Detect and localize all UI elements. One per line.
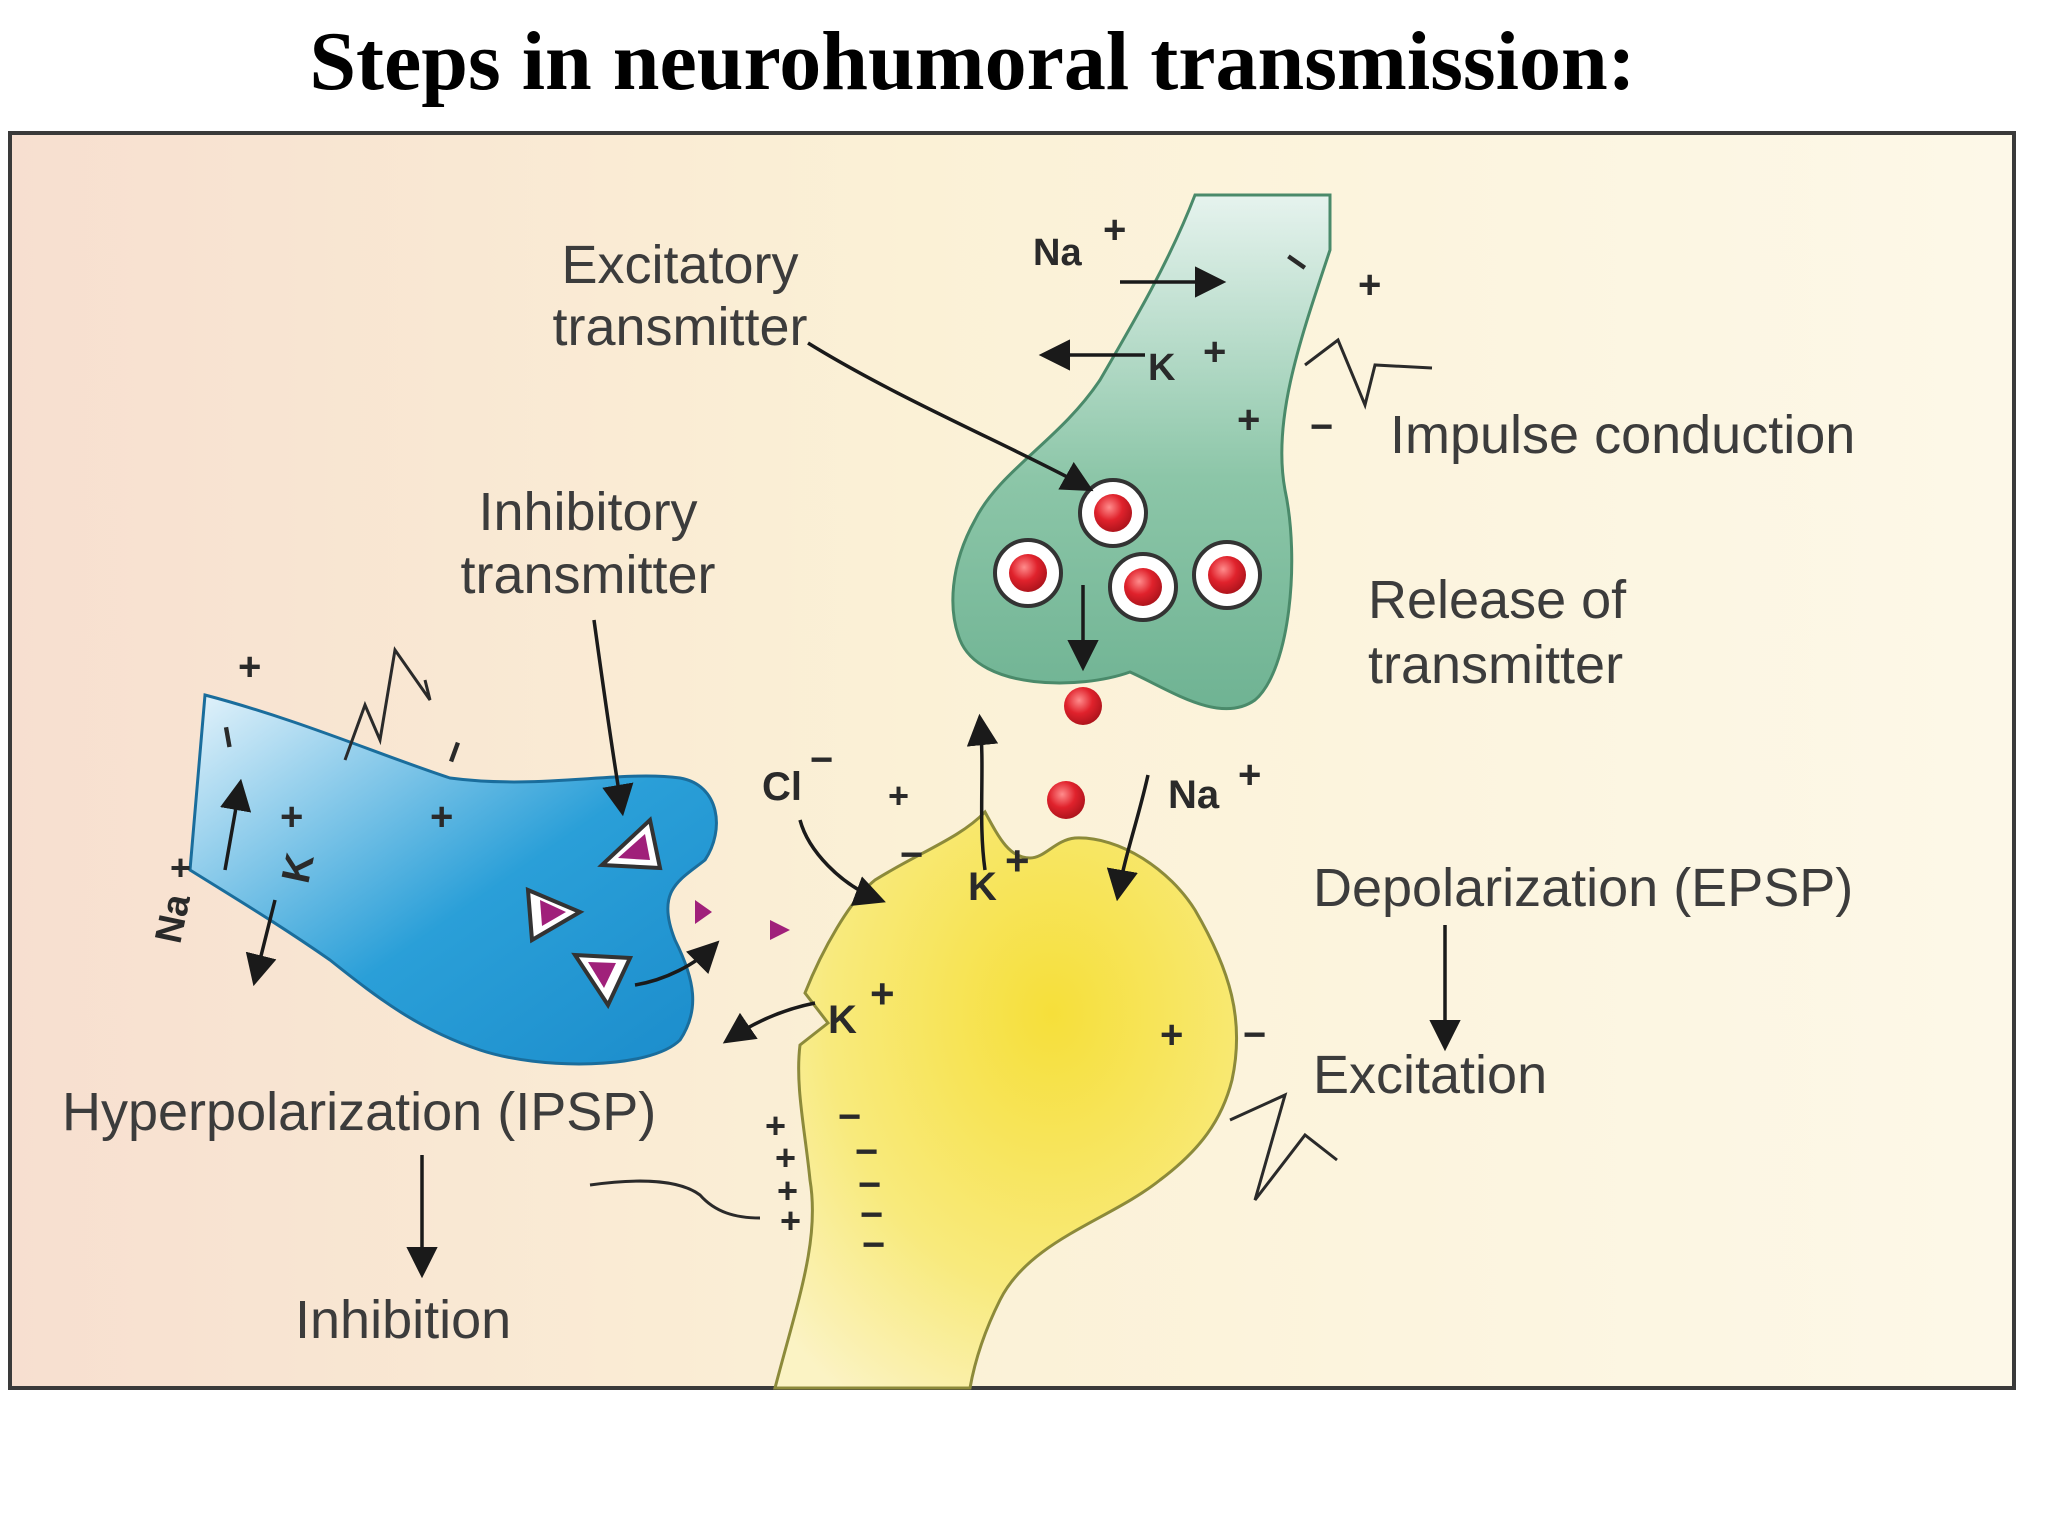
label-inhibition: Inhibition (295, 1290, 511, 1350)
label-excitatory-line2: transmitter (552, 297, 807, 357)
label-impulse-conduction: Impulse conduction (1390, 405, 1855, 465)
charge-sign: − (838, 1095, 861, 1139)
label-release-line1: Release of (1368, 570, 1627, 630)
charge-sign: − (862, 1223, 885, 1267)
arrow-k-up (966, 713, 999, 871)
vesicle (1078, 478, 1148, 548)
inhibitory-molecule (770, 920, 790, 940)
ion-k-mid-charge: + (1005, 837, 1030, 884)
impulse-spike-postsynaptic (1229, 1092, 1338, 1201)
charge-sign: + (765, 1105, 786, 1146)
page-title: Steps in neurohumoral transmission: (309, 15, 1636, 108)
charge-sign: + (780, 1200, 801, 1241)
ion-na-left-charge: + (170, 847, 191, 888)
charge-signs: − + + − + − + + − + − + − + + + + − − − … (204, 238, 1382, 1267)
arrow-k-out-left (722, 1001, 816, 1044)
charge-sign: + (1237, 398, 1260, 442)
inhibitory-vesicle (571, 952, 634, 1010)
inhibitory-vesicle (525, 886, 585, 944)
charge-sign: − (858, 1163, 881, 1207)
charge-sign: + (238, 645, 261, 689)
inhibitory-vesicles (525, 816, 663, 1010)
arrow-na-down (1106, 774, 1150, 902)
ion-na-top: Na (1033, 232, 1082, 274)
charge-sign: − (1243, 1013, 1266, 1057)
charge-sign: − (900, 833, 923, 877)
arrow-inhibitory-transmitter (592, 619, 634, 817)
charge-sign: + (1160, 1013, 1183, 1057)
ion-cl-charge: − (810, 738, 833, 782)
charge-sign: + (1358, 263, 1381, 307)
ion-na-right-charge: + (1238, 753, 1261, 797)
ion-na-top-charge: + (1103, 208, 1126, 252)
ion-k-top-charge: + (1203, 330, 1226, 374)
vesicles (993, 478, 1262, 622)
arrow-na-in-left (220, 778, 252, 871)
vesicle (993, 538, 1063, 608)
arrow-inhibitory-release (634, 940, 720, 987)
arrow-k-out-left-axon (245, 899, 277, 987)
label-excitatory-line1: Excitatory (561, 235, 798, 295)
charge-sign: − (855, 1130, 878, 1174)
hyperpolarization-curve (589, 1179, 761, 1220)
label-excitation: Excitation (1313, 1045, 1547, 1105)
ion-na-left: Na (148, 890, 199, 947)
charge-sign: + (775, 1137, 796, 1178)
ion-na-right: Na (1168, 773, 1220, 817)
inhibitory-molecule (695, 900, 712, 924)
charge-sign: + (777, 1170, 798, 1211)
arrow-excitatory-transmitter (807, 341, 1094, 492)
label-depolarization: Depolarization (EPSP) (1313, 858, 1853, 918)
released-transmitter-dot (1047, 781, 1085, 819)
released-transmitter-dot (1064, 687, 1102, 725)
label-release-line2: transmitter (1368, 635, 1623, 695)
charge-sign: + (430, 795, 453, 839)
ion-cl: Cl (762, 765, 802, 809)
charge-sign: + (280, 795, 303, 839)
charge-sign: − (1310, 405, 1333, 449)
label-hyperpolarization: Hyperpolarization (IPSP) (62, 1082, 656, 1142)
ion-k-low-charge: + (870, 970, 895, 1017)
label-inhibitory-line1: Inhibitory (478, 482, 697, 542)
vesicle (1192, 540, 1262, 610)
charge-sign: + (888, 775, 909, 816)
ion-k-mid: K (968, 865, 997, 909)
ion-k-low: K (828, 998, 857, 1042)
ion-k-top: K (1148, 347, 1176, 389)
inhibitory-vesicle (597, 816, 663, 871)
impulse-spike-excitatory (1304, 337, 1433, 410)
arrows (220, 266, 1461, 1279)
label-inhibitory-line2: transmitter (460, 545, 715, 605)
vesicle (1108, 552, 1178, 622)
charge-sign: − (860, 1193, 883, 1237)
arrow-cl-in (798, 819, 886, 906)
impulse-spike-inhibitory (343, 646, 432, 761)
postsynaptic-neuron (773, 809, 1239, 1390)
